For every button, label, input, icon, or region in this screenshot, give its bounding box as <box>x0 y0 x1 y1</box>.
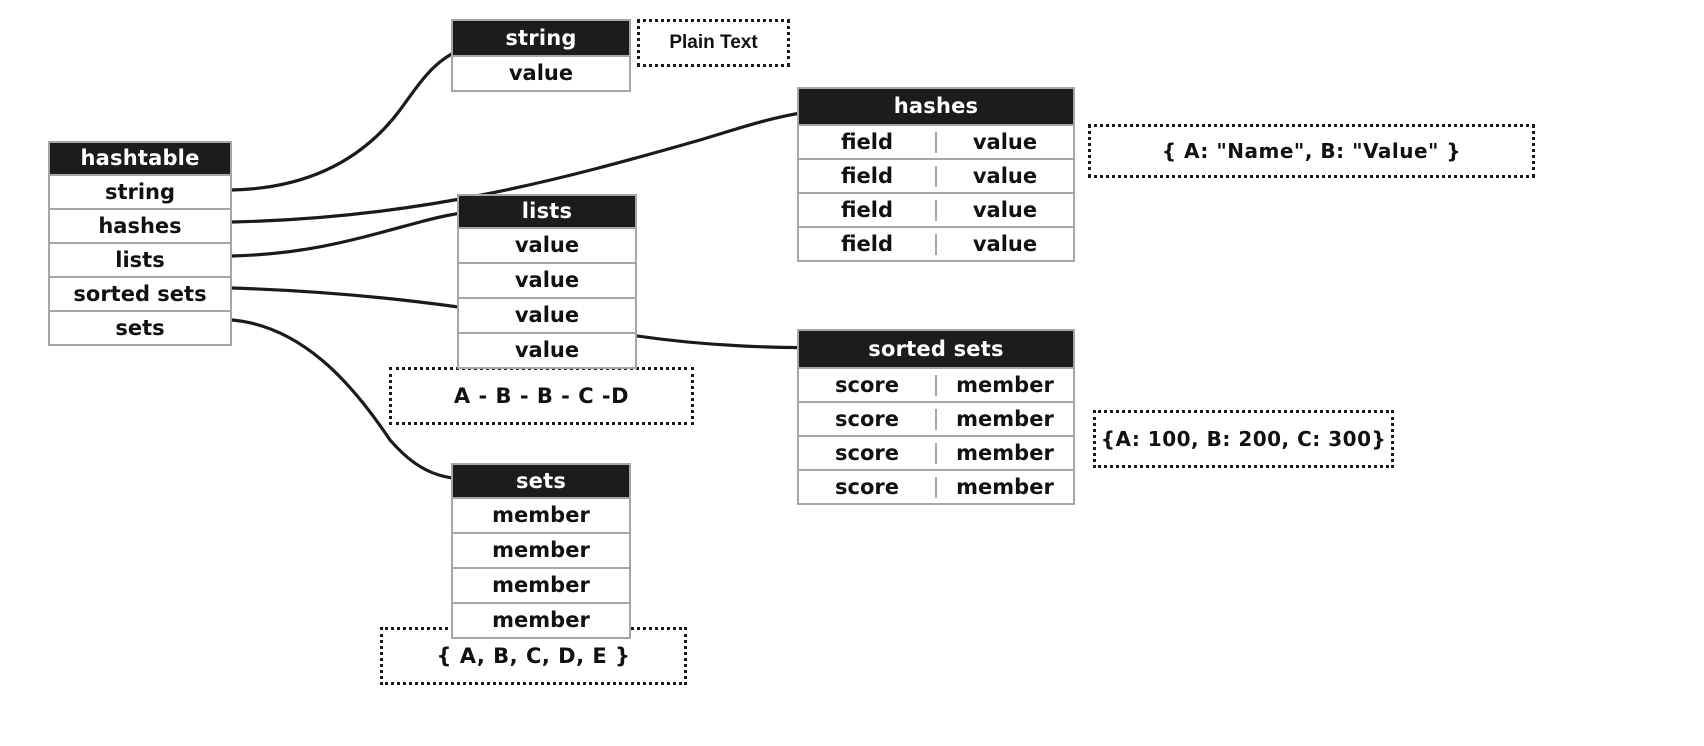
node-sorted-sets-cell-member: member <box>956 406 1054 431</box>
node-hashes-row[interactable]: field value <box>799 158 1073 192</box>
node-hashtable-row-sorted-sets[interactable]: sorted sets <box>50 276 230 310</box>
node-lists-row-value[interactable]: value <box>459 262 635 297</box>
node-sorted-sets-row[interactable]: score member <box>799 367 1073 401</box>
node-hashes-cell-value: value <box>972 231 1038 256</box>
node-sorted-sets[interactable]: sorted sets score member score member sc… <box>797 329 1075 505</box>
node-sets-row-member[interactable]: member <box>453 567 629 602</box>
node-lists-row-value[interactable]: value <box>459 332 635 367</box>
node-hashes-cell-value: value <box>972 197 1038 222</box>
node-hashes-cell-field: field <box>799 199 937 221</box>
node-sorted-sets-cell-member: member <box>956 372 1054 397</box>
node-hashes-cell-value: value <box>972 163 1038 188</box>
node-hashtable-row-hashes[interactable]: hashes <box>50 208 230 242</box>
node-sorted-sets-cell-score: score <box>799 374 937 396</box>
node-string-header: string <box>453 21 629 55</box>
node-hashtable[interactable]: hashtable string hashes lists sorted set… <box>48 141 232 346</box>
node-hashes-row[interactable]: field value <box>799 192 1073 226</box>
node-hashes-cell-value: value <box>972 129 1038 154</box>
node-sorted-sets-cell-score: score <box>799 476 937 498</box>
node-lists-row-value[interactable]: value <box>459 297 635 332</box>
node-sets-row-member[interactable]: member <box>453 532 629 567</box>
node-sorted-sets-header: sorted sets <box>799 331 1073 367</box>
node-hashes-header: hashes <box>799 89 1073 124</box>
node-sets-row-member[interactable]: member <box>453 602 629 637</box>
node-hashtable-row-sets[interactable]: sets <box>50 310 230 344</box>
node-sets-header: sets <box>453 465 629 497</box>
node-hashtable-row-string[interactable]: string <box>50 174 230 208</box>
node-hashes[interactable]: hashes field value field value field val… <box>797 87 1075 262</box>
node-lists-row-value[interactable]: value <box>459 227 635 262</box>
node-hashes-cell-field: field <box>799 131 937 153</box>
node-sorted-sets-row[interactable]: score member <box>799 435 1073 469</box>
note-lists: A - B - B - C -D <box>389 367 694 425</box>
node-hashes-cell-field: field <box>799 233 937 255</box>
node-sorted-sets-cell-score: score <box>799 408 937 430</box>
node-sorted-sets-cell-score: score <box>799 442 937 464</box>
node-hashtable-header: hashtable <box>50 143 230 174</box>
node-hashes-row[interactable]: field value <box>799 226 1073 260</box>
node-sets-row-member[interactable]: member <box>453 497 629 532</box>
node-string-row-value[interactable]: value <box>453 55 629 90</box>
note-hashes: { A: "Name", B: "Value" } <box>1088 124 1535 178</box>
node-string[interactable]: string value <box>451 19 631 92</box>
node-sorted-sets-cell-member: member <box>956 440 1054 465</box>
node-hashes-cell-field: field <box>799 165 937 187</box>
node-lists-header: lists <box>459 196 635 227</box>
note-string: Plain Text <box>637 19 790 67</box>
node-lists[interactable]: lists value value value value <box>457 194 637 369</box>
node-sorted-sets-row[interactable]: score member <box>799 401 1073 435</box>
node-hashtable-row-lists[interactable]: lists <box>50 242 230 276</box>
node-sorted-sets-row[interactable]: score member <box>799 469 1073 503</box>
node-hashes-row[interactable]: field value <box>799 124 1073 158</box>
node-sorted-sets-cell-member: member <box>956 474 1054 499</box>
node-sets[interactable]: sets member member member member <box>451 463 631 639</box>
note-sorted-sets: {A: 100, B: 200, C: 300} <box>1093 410 1394 468</box>
